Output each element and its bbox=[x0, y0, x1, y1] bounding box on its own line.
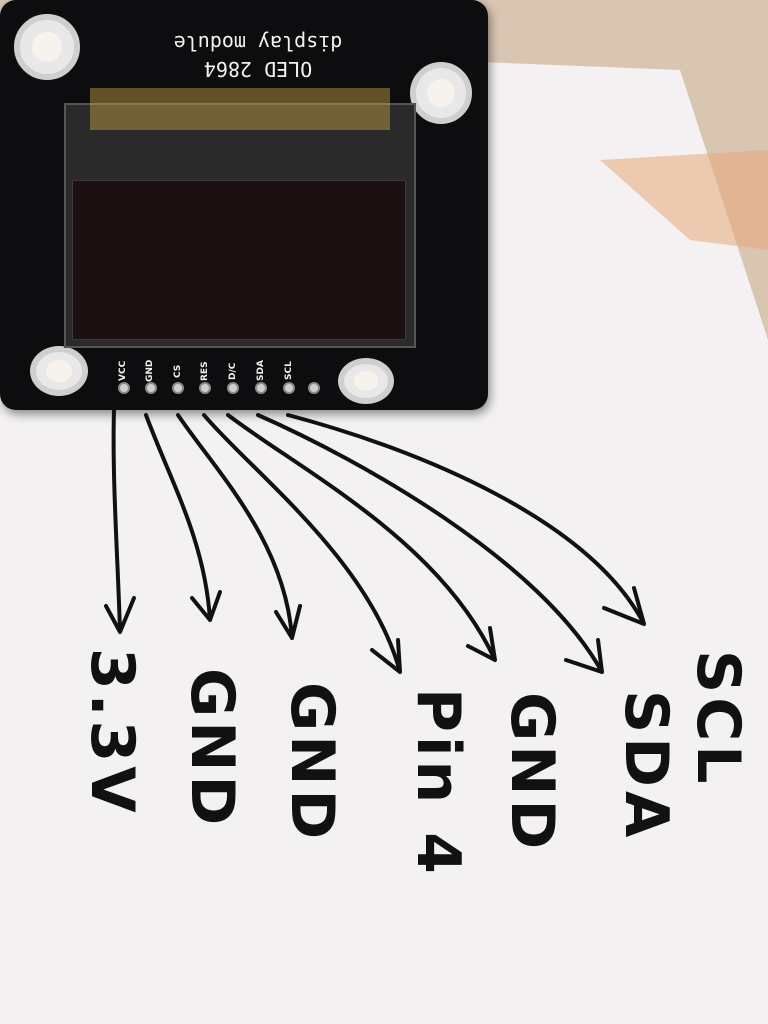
header-pin-3 bbox=[172, 382, 184, 394]
mount-hole-bottom-left bbox=[30, 346, 88, 396]
arrow-sda bbox=[256, 413, 604, 674]
mount-hole-top-left bbox=[14, 14, 80, 80]
note-3v3: 3.3V bbox=[77, 648, 147, 817]
arrow-vcc bbox=[104, 408, 136, 634]
header-pin-1 bbox=[118, 382, 130, 394]
note-gnd-2: GND bbox=[277, 682, 347, 844]
note-gnd-3: GND bbox=[497, 692, 567, 854]
arrow-dc bbox=[226, 413, 497, 662]
arrow-gnd-1 bbox=[144, 413, 222, 622]
header-pin-4 bbox=[199, 382, 211, 394]
note-scl: SCL bbox=[683, 650, 753, 788]
mount-hole-bottom-right bbox=[338, 358, 394, 404]
arrow-scl bbox=[286, 413, 646, 626]
arrow-res bbox=[202, 413, 402, 674]
arrow-cs bbox=[176, 413, 302, 640]
mount-hole-top-right bbox=[410, 62, 472, 124]
oled-screen bbox=[72, 180, 406, 340]
header-pin-8 bbox=[308, 382, 320, 394]
note-sda: SDA bbox=[611, 690, 681, 842]
oled-module-board: OLED 2864 display module VCC GND CS RES … bbox=[0, 0, 488, 410]
flex-ribbon bbox=[90, 88, 390, 130]
header-pin-5 bbox=[227, 382, 239, 394]
header-pin-2 bbox=[145, 382, 157, 394]
header-pin-7 bbox=[283, 382, 295, 394]
note-pin4: Pin 4 bbox=[403, 688, 473, 878]
header-pin-6 bbox=[255, 382, 267, 394]
note-gnd-1: GND bbox=[177, 668, 247, 830]
